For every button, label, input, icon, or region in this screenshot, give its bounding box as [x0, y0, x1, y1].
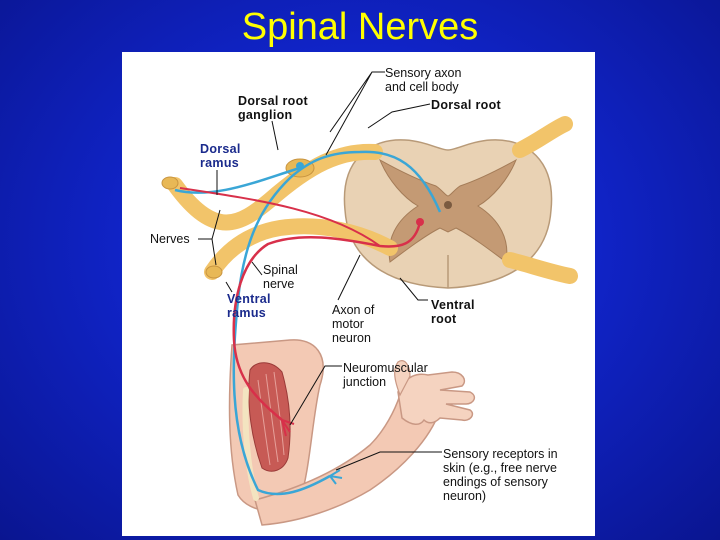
thumb — [394, 360, 411, 397]
dorsal-ramus-end — [161, 176, 179, 190]
leader-dorsal-root-ganglion — [271, 120, 279, 151]
label-ventral-root: Ventral root — [431, 298, 475, 326]
leader-sensory-receptors — [335, 451, 442, 471]
neuromuscular-junction-terminals — [281, 419, 295, 437]
label-nerves: Nerves — [150, 232, 190, 246]
axons — [174, 150, 442, 496]
leader-ventral-root — [399, 277, 428, 301]
label-spinal-nerve: Spinal nerve — [263, 263, 298, 291]
leader-axon-motor — [337, 254, 361, 301]
label-neuromuscular-junction: Neuromuscular junction — [343, 361, 428, 389]
label-dorsal-root: Dorsal root — [431, 98, 501, 112]
label-dorsal-root-ganglion: Dorsal root ganglion — [238, 94, 308, 122]
sensory-receptor-endings — [329, 469, 343, 485]
motor-axon-path — [232, 221, 422, 421]
label-ventral-ramus: Ventral ramus — [227, 292, 271, 320]
leader-spinal-nerve — [251, 261, 263, 276]
motor-axon-dorsal-branch — [179, 187, 381, 247]
right-dorsal-root-nerve — [512, 116, 573, 158]
sensory-axon-dorsal-branch — [174, 166, 301, 194]
sensory-axon-path — [232, 150, 442, 496]
leader-dorsal-root — [367, 103, 431, 129]
label-axon-motor-neuron: Axon of motor neuron — [332, 303, 375, 345]
hand — [397, 371, 476, 425]
arm-illustration — [228, 339, 476, 526]
label-sensory-receptors: Sensory receptors in skin (e.g., free ne… — [443, 447, 558, 503]
label-sensory-axon: Sensory axon and cell body — [385, 66, 462, 94]
bone — [242, 387, 259, 501]
slide-title: Spinal Nerves — [241, 6, 479, 48]
central-canal — [444, 201, 452, 209]
left-ventral-ramus-nerve — [204, 218, 398, 280]
leader-ventral-ramus — [225, 281, 233, 293]
sensory-cell-body — [296, 162, 304, 170]
leader-sensory-axon — [325, 71, 385, 156]
leader-neuromuscular — [289, 365, 342, 426]
right-ventral-nerve — [502, 252, 578, 284]
motor-cell-body — [416, 218, 424, 226]
label-dorsal-ramus: Dorsal ramus — [200, 142, 241, 170]
muscle-striations — [257, 371, 285, 466]
ventral-ramus-end — [205, 265, 223, 279]
leader-nerves — [198, 209, 221, 266]
leader-lines — [198, 71, 442, 471]
